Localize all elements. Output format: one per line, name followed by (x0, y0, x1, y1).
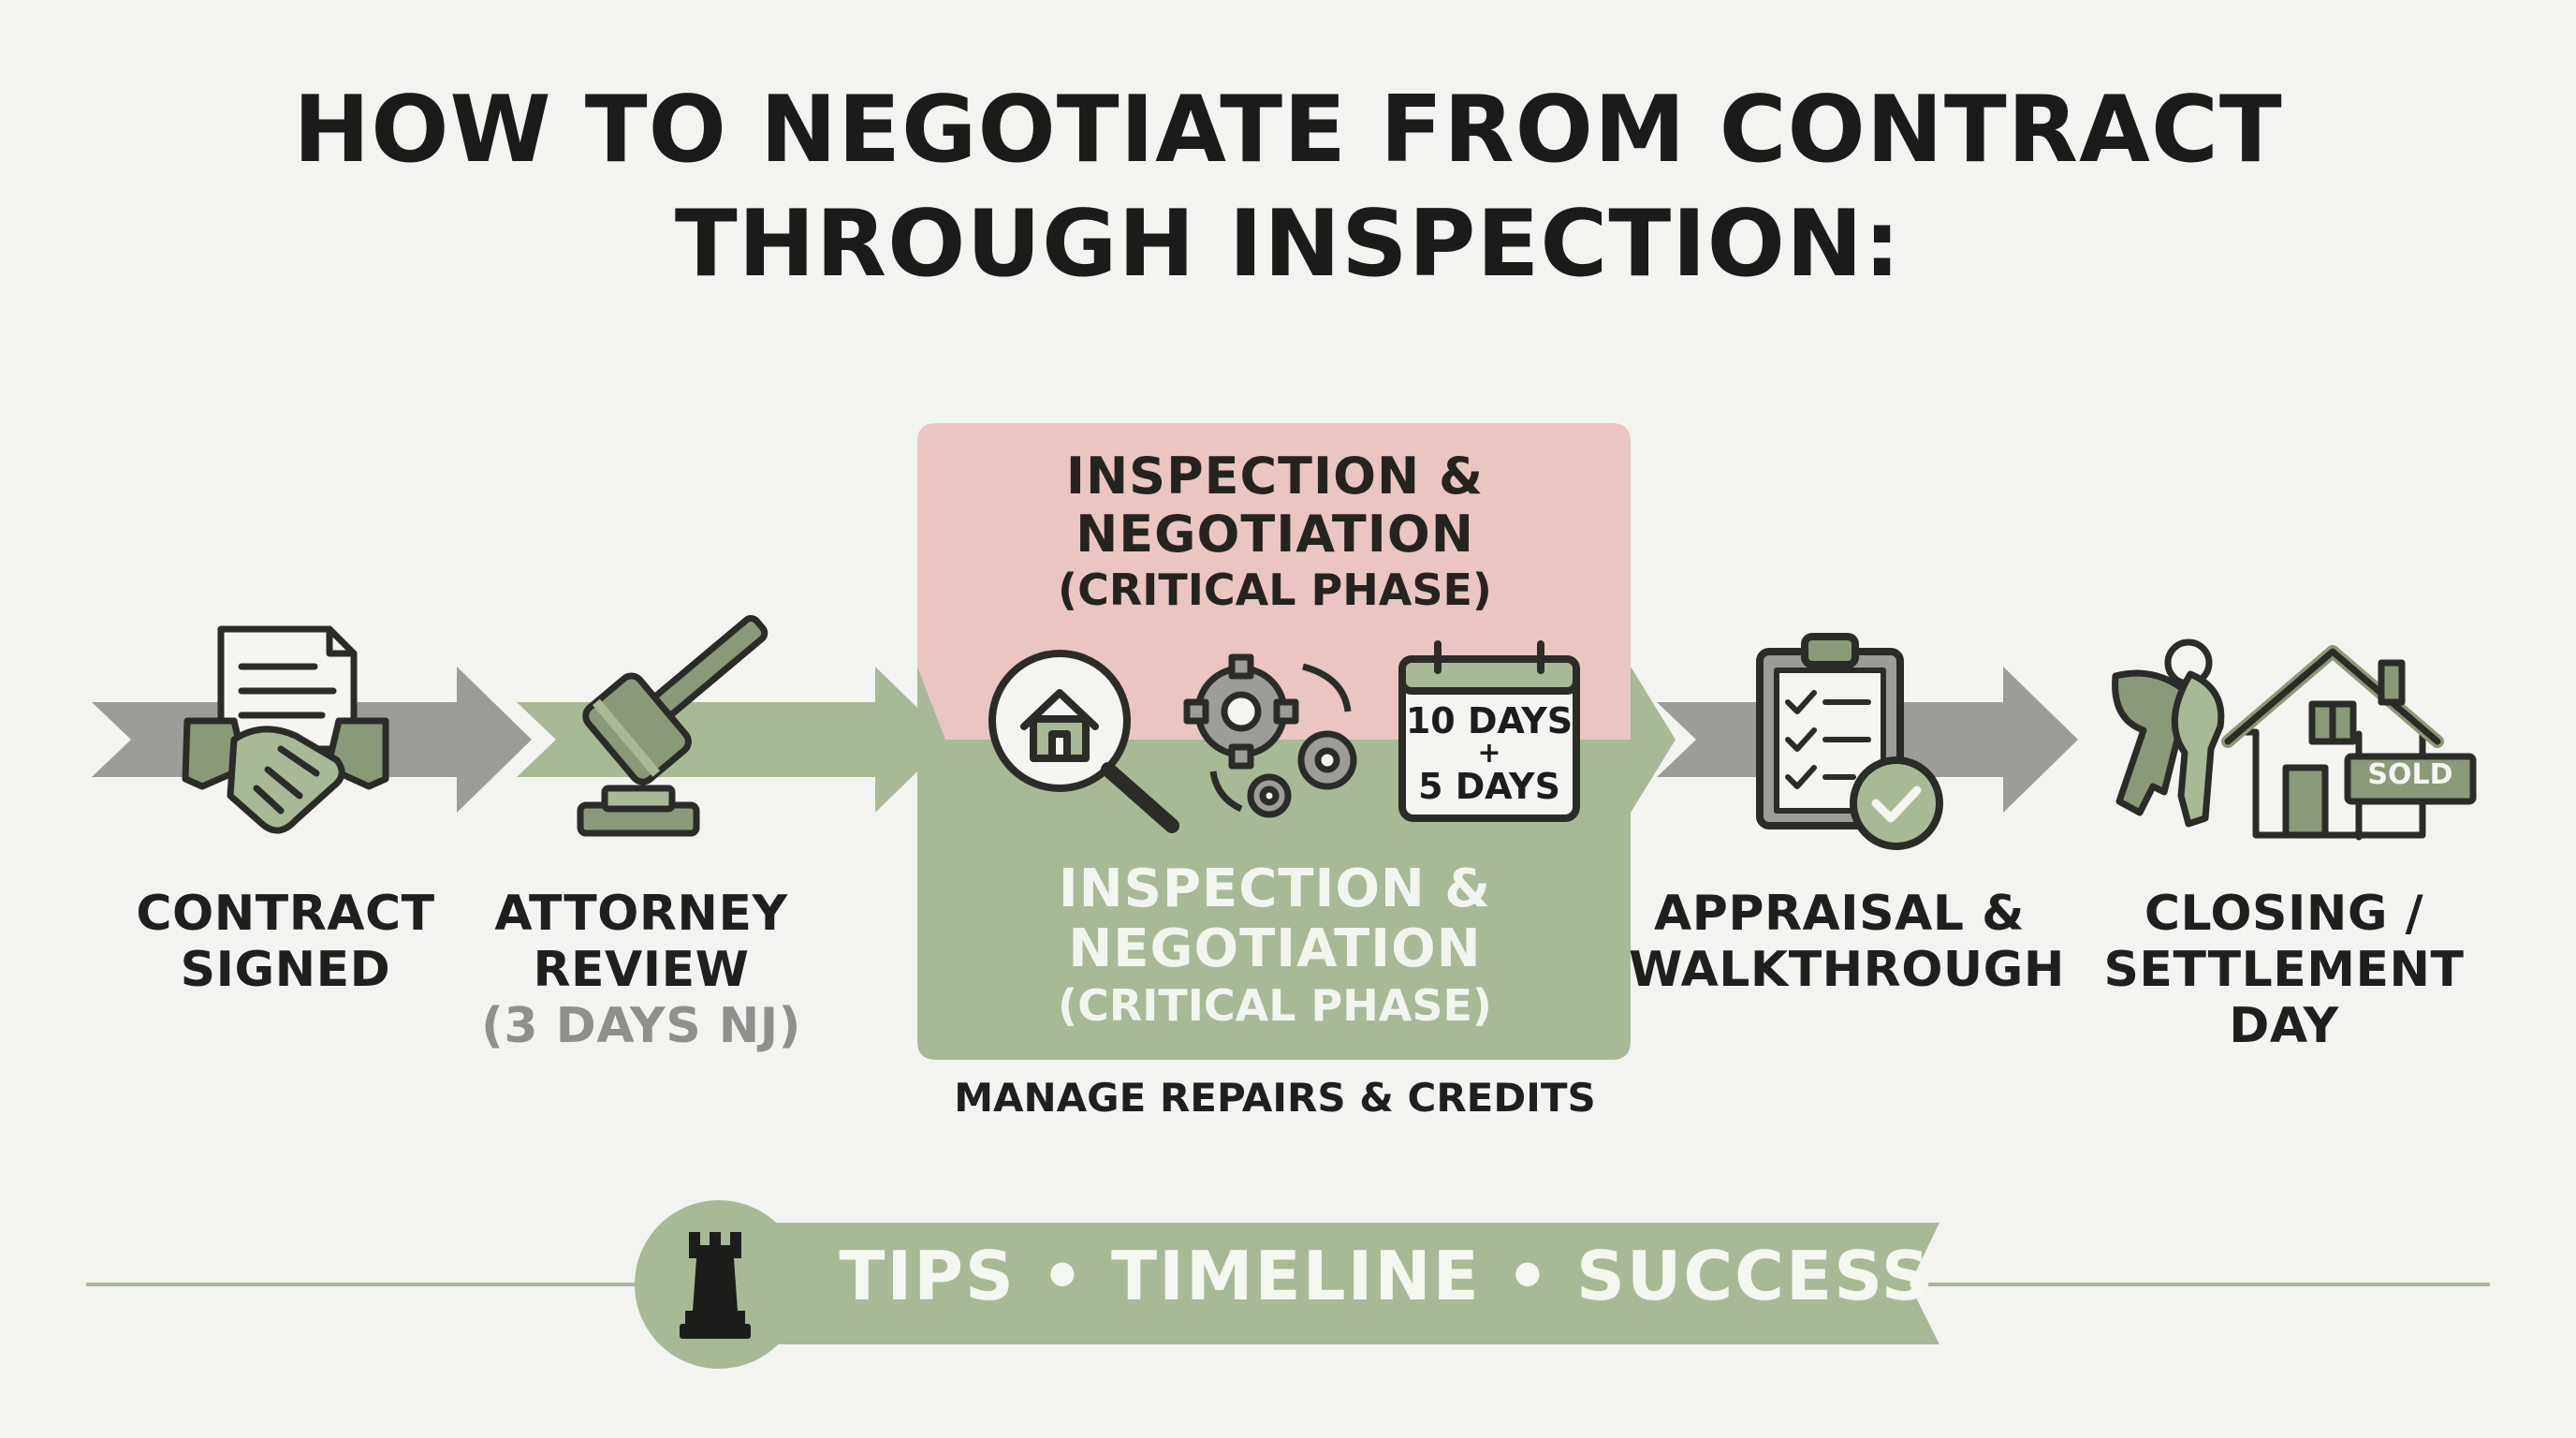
sold-sign-text: SOLD (2367, 758, 2453, 791)
step-label-line: CONTRACT (136, 886, 435, 942)
step-label-line: SETTLEMENT (2103, 942, 2465, 998)
phase-title-line: NEGOTIATION (1076, 505, 1474, 564)
step-label-line: DAY (2229, 998, 2339, 1054)
step-closing-settlement: CLOSING / SETTLEMENT DAY (2087, 886, 2481, 1054)
phase-arrow-nub-right (1631, 667, 1676, 813)
step-label-line: CLOSING / (2144, 886, 2424, 942)
step-label-line: WALKTHROUGH (1629, 942, 2065, 998)
phase-arrow-nub-left (917, 667, 945, 740)
gears-icon (1183, 653, 1357, 818)
phase-title-line: NEGOTIATION (1068, 918, 1482, 979)
handshake-contract-icon (182, 625, 389, 834)
step-appraisal-walkthrough: APPRAISAL & WALKTHROUGH (1629, 886, 2065, 998)
keys-house-icon (2112, 638, 2477, 841)
phase-title-line: INSPECTION & (1058, 858, 1492, 919)
calendar-line-2: 5 DAYS (1418, 766, 1560, 807)
phase-header-top: INSPECTION & NEGOTIATION (CRITICAL PHASE… (919, 448, 1631, 616)
phase-header-bottom: INSPECTION & NEGOTIATION (CRITICAL PHASE… (919, 859, 1631, 1032)
calendar-text: 10 DAYS + 5 DAYS (1398, 700, 1580, 807)
phase-subtitle: (CRITICAL PHASE) (1058, 980, 1492, 1031)
step-label-line: SIGNED (180, 942, 391, 998)
phase-caption: MANAGE REPAIRS & CREDITS (954, 1075, 1596, 1121)
step-contract-signed: CONTRACT SIGNED (112, 886, 459, 998)
title-line-1: HOW TO NEGOTIATE FROM CONTRACT (293, 77, 2283, 183)
step-label-line: APPRAISAL & (1654, 886, 2025, 942)
step-label-line: REVIEW (533, 942, 750, 998)
title-line-2: THROUGH INSPECTION: (674, 191, 1902, 298)
arrow-green-2 (517, 667, 950, 813)
magnifier-house-icon (988, 650, 1179, 833)
phase-subtitle: (CRITICAL PHASE) (1058, 565, 1492, 615)
calendar-plus: + (1477, 737, 1501, 770)
banner-text: TIPS • TIMELINE • SUCCESS (839, 1237, 1932, 1315)
calendar-icon (1398, 640, 1580, 822)
chess-rook-icon (680, 1232, 751, 1339)
calendar-line-1: 10 DAYS (1405, 700, 1573, 741)
page-title: HOW TO NEGOTIATE FROM CONTRACT THROUGH I… (0, 73, 2576, 301)
step-attorney-review: ATTORNEY REVIEW (3 DAYS NJ) (468, 886, 814, 1054)
clipboard-check-icon (1756, 633, 1943, 850)
phase-title-line: INSPECTION & (1065, 447, 1485, 506)
gavel-icon (577, 615, 768, 837)
step-duration: (3 DAYS NJ) (481, 998, 801, 1054)
banner-ribbon (681, 1223, 1939, 1344)
step-label-line: ATTORNEY (494, 886, 788, 942)
